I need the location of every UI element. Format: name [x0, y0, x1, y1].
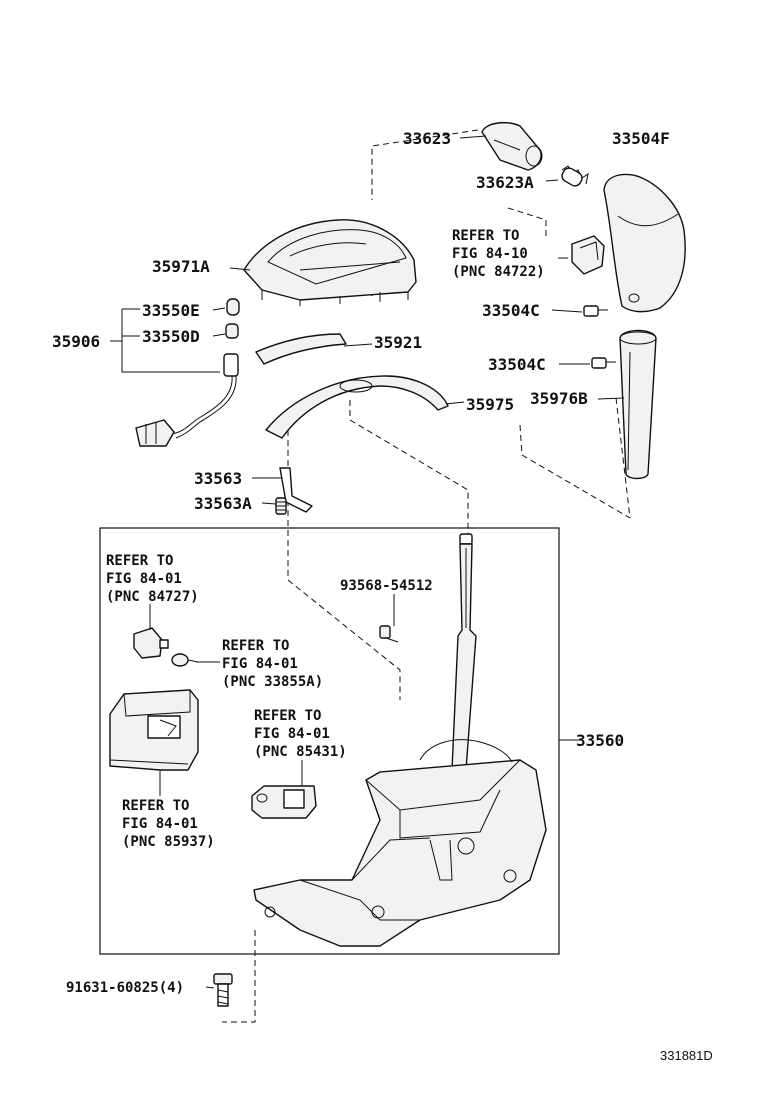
svg-text:(PNC 85431): (PNC 85431) — [254, 744, 347, 760]
ref-note-85431: REFER TO FIG 84-01 (PNC 85431) — [254, 708, 347, 760]
svg-text:FIG 84-01: FIG 84-01 — [222, 656, 298, 672]
unit-85937 — [109, 689, 199, 771]
svg-text:REFER TO: REFER TO — [122, 798, 189, 814]
svg-text:(PNC 84727): (PNC 84727) — [106, 589, 199, 605]
spring-33563A — [275, 497, 287, 515]
screw-33504C-upper — [583, 305, 608, 317]
shift-lever-base-assembly — [253, 739, 547, 947]
slide-cover-35975 — [265, 375, 449, 439]
knob-sleeve-35976B — [619, 329, 657, 480]
svg-text:FIG 84-01: FIG 84-01 — [106, 571, 182, 587]
label-35921: 35921 — [374, 333, 422, 352]
label-35906: 35906 — [52, 332, 100, 351]
ref-note-84727: REFER TO FIG 84-01 (PNC 84727) — [106, 553, 199, 605]
svg-text:(PNC 84722): (PNC 84722) — [452, 264, 545, 280]
ref-note-85937: REFER TO FIG 84-01 (PNC 85937) — [122, 798, 215, 850]
indicator-panel-35971A — [243, 219, 417, 306]
svg-text:REFER TO: REFER TO — [106, 553, 173, 569]
svg-text:REFER TO: REFER TO — [452, 228, 519, 244]
label-35971A: 35971A — [152, 257, 210, 276]
ref-note-84722: REFER TO FIG 84-10 (PNC 84722) — [452, 228, 545, 280]
label-93568-54512: 93568-54512 — [340, 578, 433, 594]
assembly-box-33560 — [99, 527, 560, 955]
label-33504F: 33504F — [612, 129, 670, 148]
buzzer-85431 — [251, 785, 317, 819]
bulb-33550D — [225, 323, 239, 339]
svg-text:(PNC 85937): (PNC 85937) — [122, 834, 215, 850]
wire-harness-35906 — [135, 353, 239, 447]
bolt-91631-60825 — [213, 973, 233, 1007]
label-33623A: 33623A — [476, 173, 534, 192]
switch-84722 — [571, 235, 605, 275]
svg-text:REFER TO: REFER TO — [254, 708, 321, 724]
label-33550D: 33550D — [142, 327, 200, 346]
svg-text:(PNC 33855A): (PNC 33855A) — [222, 674, 323, 690]
label-33504C-upper: 33504C — [482, 301, 540, 320]
bulb-33550E — [226, 298, 240, 316]
spring-33623A — [561, 165, 589, 187]
shift-lever-shaft — [451, 533, 477, 771]
label-33504C-lower: 33504C — [488, 355, 546, 374]
leader-lines — [110, 135, 625, 989]
label-91631-60825: 91631-60825(4) — [66, 980, 184, 996]
button-33623 — [481, 121, 543, 171]
svg-text:FIG 84-01: FIG 84-01 — [122, 816, 198, 832]
label-35975: 35975 — [466, 395, 514, 414]
label-35976B: 35976B — [530, 389, 588, 408]
label-33563: 33563 — [194, 469, 242, 488]
connector-84727 — [133, 627, 169, 659]
shift-knob-33504F — [603, 173, 686, 313]
part-labels: 33623 33504F 33623A 35971A 33550E 33550D… — [52, 129, 713, 1063]
label-33623: 33623 — [403, 129, 451, 148]
bulb-33855A — [171, 653, 199, 667]
figure-code: 331881D — [660, 1048, 713, 1063]
svg-text:FIG 84-01: FIG 84-01 — [254, 726, 330, 742]
ref-note-33855A: REFER TO FIG 84-01 (PNC 33855A) — [222, 638, 323, 690]
label-33560: 33560 — [576, 731, 624, 750]
bolt-93568-54512 — [379, 625, 399, 643]
screw-33504C-lower — [591, 357, 616, 369]
svg-text:FIG 84-10: FIG 84-10 — [452, 246, 528, 262]
plate-35921 — [255, 333, 347, 365]
svg-text:REFER TO: REFER TO — [222, 638, 289, 654]
label-33550E: 33550E — [142, 301, 200, 320]
label-33563A: 33563A — [194, 494, 252, 513]
